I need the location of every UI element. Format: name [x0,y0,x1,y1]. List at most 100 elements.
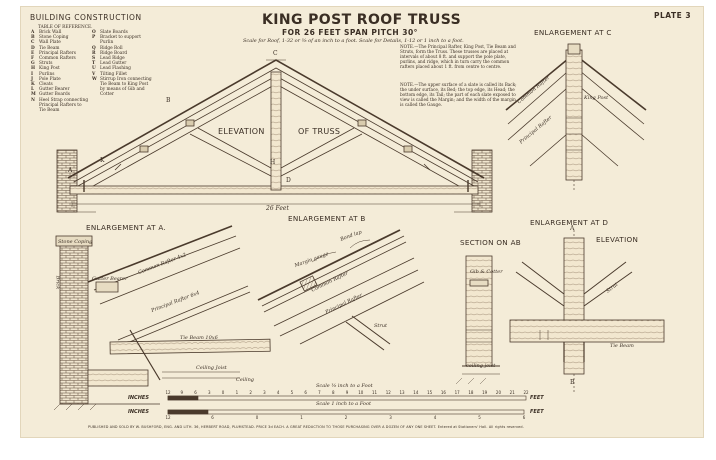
scale-tick-label: 12 [385,390,391,395]
scale-tick-label: 0 [255,415,259,420]
reference-key: H [31,66,36,72]
reference-key: N [31,97,35,103]
label-ceiling-joist-a: Ceiling Joist [196,365,227,371]
of-truss-label: OF TRUSS [298,127,341,136]
reference-key: V [92,71,96,77]
enlargement-at-a [53,225,271,411]
scale-tick-label: 1 [300,415,303,420]
scale-tick-label: 15 [427,390,433,395]
reference-key: P [92,35,96,41]
reference-value: Brick Wall [39,30,62,35]
label-a-d: A [570,225,575,232]
reference-value: Gutter Bearer [39,87,70,93]
reference-value: Ridge Board [100,50,128,56]
inches-label-bottom: INCHES [128,409,149,415]
elev-letter-b: B [166,97,171,104]
scale-tick-label: 8 [331,390,335,395]
reference-key: B [31,35,35,41]
label-gutter-bearer: Gutter Bearer [92,276,128,282]
reference-key: Q [92,45,96,51]
reference-value: Common Rafters [39,56,76,62]
scale-tick-label: 12 [165,390,171,395]
reference-entry: V Tilting Fillet [92,72,154,77]
reference-entry: G Struts [31,61,89,66]
scale-tick-label: 10 [358,390,364,395]
reference-value: Tie Beam [39,45,60,51]
reference-key: D [31,45,35,51]
feet-label-top: FEET [530,395,544,401]
scale-label-feet: Scale ⅜ inch to a Foot [316,383,373,389]
reference-value: Gutter Boards [39,92,70,98]
scale-tick-label: 3 [263,390,266,395]
scale-tick-label: 11 [371,390,378,395]
reference-value: King Post [39,66,60,72]
reference-value: Bracket to support Purlin [100,35,141,46]
scale-tick-label: 22 [523,390,529,395]
scale-tick-label: 9 [180,390,184,395]
scale-tick-label: 4 [433,415,437,420]
scale-tick-label: 20 [495,390,501,395]
label-b-d: B [570,379,575,386]
scale-tick-label: 2 [344,415,348,420]
reference-key: C [31,40,35,46]
reference-key: L [31,87,35,93]
elev-letter-c: C [273,50,278,57]
reference-key: U [92,66,96,72]
reference-key: G [31,61,35,67]
reference-heading: TABLE OF REFERENCE. [38,25,93,30]
elev-letter-d: D [286,177,291,184]
reference-key: S [92,56,96,62]
scale-tick-label: 6 [304,390,307,395]
reference-key: A [31,30,35,35]
scale-tick-label: 3 [389,415,392,420]
reference-key: I [31,71,34,77]
reference-value: Principal Rafters [39,50,76,56]
reference-value: Struts [39,61,53,67]
label-ceiling-joist-d: ceiling joist [466,363,496,369]
reference-value: Tilting Fillet [100,71,127,77]
scale-tick-label: 4 [276,390,280,395]
enlargement-b-heading: ENLARGEMENT AT B [288,214,366,223]
reference-key: F [31,56,35,62]
enlargement-c-heading: ENLARGEMENT AT C [534,28,612,37]
label-strut-b: Strut [374,323,388,329]
span-dimension: 26 Feet [266,205,289,212]
elevation-of-truss [56,59,493,213]
reference-key: K [31,82,35,88]
scale-tick-label: 5 [478,415,481,420]
reference-entry: A Brick Wall [31,30,89,35]
scale-tick-label: 6 [211,415,214,420]
enlargement-at-c [505,43,647,190]
reference-value: Slate Boards [100,30,128,35]
scale-tick-label: 3 [208,390,211,395]
label-stone-coping: Stone Coping [58,239,93,245]
scale-tick-label: 18 [468,390,474,395]
scale-tick-label: 6 [522,415,526,420]
reference-value: Stirrup Iron connecting Tie Beam to King… [100,76,152,98]
scale-tick-label: 1 [235,390,239,395]
scale-tick-label: 16 [440,390,446,395]
plate-title: KING POST ROOF TRUSS [262,12,462,28]
series-title: BUILDING CONSTRUCTION [30,13,142,22]
label-tie-beam-d: Tie Beam [610,343,634,349]
scale-tick-label: 2 [249,390,252,395]
plate-subtitle: FOR 26 FEET SPAN PITCH 30° [282,28,418,37]
enlargement-at-b [257,229,425,351]
reference-key: W [92,76,97,82]
